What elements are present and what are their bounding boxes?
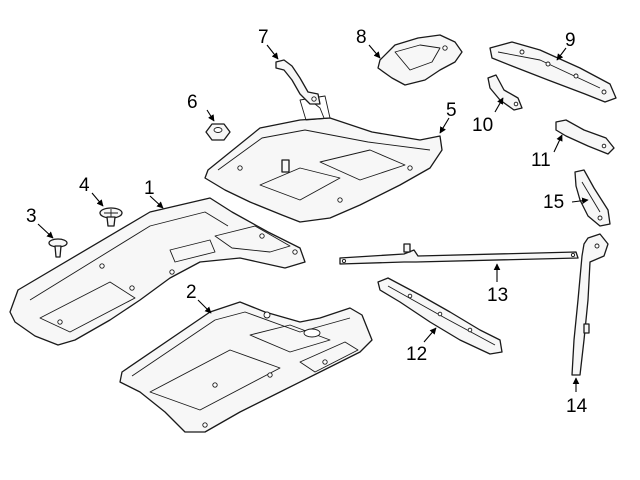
- leader-10: [494, 97, 504, 113]
- part-4-grommet[interactable]: [99, 207, 123, 227]
- callout-9: 9: [565, 30, 576, 51]
- leader-3: [37, 223, 54, 239]
- part-9-side-panel[interactable]: [489, 41, 617, 103]
- part-12-support-panel[interactable]: [377, 277, 503, 355]
- callout-6: 6: [187, 92, 198, 113]
- part-1-front-underbody-shield[interactable]: [9, 197, 306, 346]
- callout-8: 8: [356, 27, 367, 48]
- leader-11: [553, 134, 563, 153]
- part-2-rear-underbody-shield[interactable]: [119, 301, 373, 433]
- part-3-push-clip[interactable]: [48, 238, 68, 258]
- leader-2: [197, 299, 212, 314]
- callout-4: 4: [79, 175, 90, 196]
- leader-8: [368, 44, 381, 59]
- part-7-bracket[interactable]: [275, 59, 321, 105]
- callout-13: 13: [487, 285, 508, 306]
- leader-9: [556, 47, 567, 61]
- leader-6: [206, 109, 215, 122]
- part-15-mounting-bracket[interactable]: [574, 169, 611, 227]
- callout-12: 12: [406, 344, 427, 365]
- part-6-nut[interactable]: [205, 123, 231, 141]
- part-5-center-underbody-shield[interactable]: [204, 95, 443, 223]
- leader-lines: [37, 44, 589, 392]
- callout-15: 15: [543, 192, 564, 213]
- part-13-cross-brace[interactable]: [339, 243, 579, 265]
- part-11-bracket[interactable]: [555, 119, 615, 155]
- callout-labels: 1 2 3 4 5 6 7 8 9 10 11 12 13 14 15: [26, 27, 588, 417]
- callout-10: 10: [472, 115, 493, 136]
- leader-12: [423, 327, 437, 343]
- leader-4: [91, 192, 104, 207]
- part-10-bracket[interactable]: [487, 74, 523, 111]
- leader-5: [439, 117, 450, 134]
- callout-7: 7: [258, 27, 269, 48]
- callout-2: 2: [186, 282, 197, 303]
- callout-3: 3: [26, 206, 37, 227]
- callout-5: 5: [446, 100, 457, 121]
- leader-1: [149, 195, 164, 209]
- leader-15: [571, 197, 589, 205]
- callout-1: 1: [144, 178, 155, 199]
- callout-14: 14: [566, 396, 588, 417]
- callout-11: 11: [531, 150, 551, 171]
- leader-7: [266, 44, 279, 60]
- part-14-vertical-strut[interactable]: [571, 233, 609, 376]
- part-8-heat-shield[interactable]: [377, 34, 463, 86]
